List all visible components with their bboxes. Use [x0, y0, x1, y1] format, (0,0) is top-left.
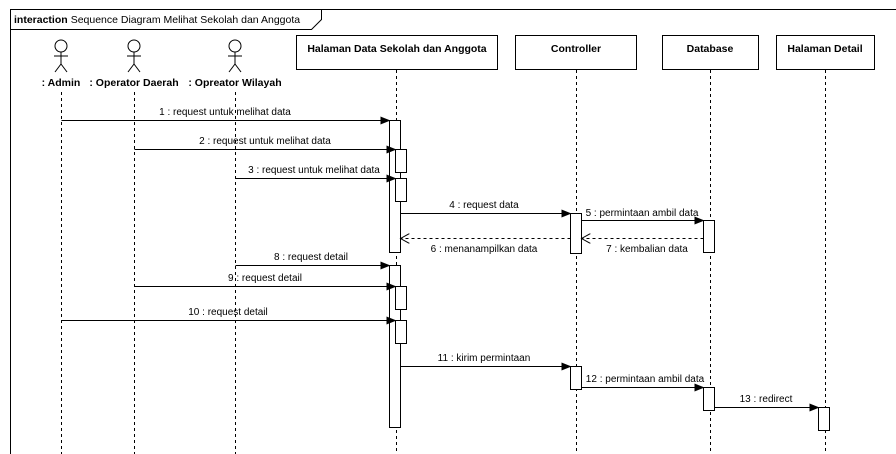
message-9: 9 : request detail [134, 273, 397, 291]
object-database: Database [662, 35, 759, 70]
message-5: 5 : permintaan ambil data [581, 208, 705, 225]
message-10: 10 : request detail [61, 307, 397, 325]
activations [389, 120, 830, 431]
activation-bar [395, 286, 407, 310]
activation-bar [818, 407, 830, 431]
message-11: 11 : kirim permintaan [400, 353, 572, 371]
frame-keyword: interaction [14, 14, 68, 26]
message-3: 3 : request untuk melihat data [235, 165, 397, 183]
activation-bar [389, 265, 401, 428]
object-label: Database [687, 43, 734, 55]
frame-title: Sequence Diagram Melihat Sekolah dan Ang… [71, 14, 301, 26]
message-label: 6 : menanampilkan data [431, 244, 538, 255]
actor-label: : Opreator Wilayah [188, 77, 281, 89]
object-controller: Controller [515, 35, 637, 70]
activation-bar [570, 213, 582, 254]
object-label: Halaman Data Sekolah dan Anggota [307, 43, 486, 55]
message-label: 4 : request data [449, 200, 519, 211]
activation-bar [395, 178, 407, 202]
actor-label: : Operator Daerah [89, 77, 178, 89]
object-label: Halaman Detail [787, 43, 862, 55]
message-label: 9 : request detail [228, 273, 302, 284]
message-13: 13 : redirect [714, 394, 820, 412]
message-label: 10 : request detail [188, 307, 268, 318]
message-1: 1 : request untuk melihat data [61, 107, 391, 125]
message-6: 6 : menanampilkan data [401, 239, 571, 255]
message-2: 2 : request untuk melihat data [134, 136, 397, 154]
actor-operator-daerah: : Operator Daerah [89, 39, 179, 89]
message-label: 11 : kirim permintaan [438, 353, 531, 364]
message-label: 3 : request untuk melihat data [248, 165, 380, 176]
message-label: 8 : request detail [274, 252, 348, 263]
object-halaman-data: Halaman Data Sekolah dan Anggota [296, 35, 498, 70]
object-label: Controller [551, 43, 601, 55]
message-8: 8 : request detail [235, 252, 391, 270]
activation-bar [570, 366, 582, 390]
actor-figure-icon [54, 39, 68, 73]
actor-figure-icon [228, 39, 242, 73]
actor-label: : Admin [42, 77, 81, 89]
message-7: 7 : kembalian data [582, 239, 704, 255]
message-12: 12 : permintaan ambil data [581, 374, 705, 392]
object-halaman-detail: Halaman Detail [776, 35, 875, 70]
message-label: 12 : permintaan ambil data [586, 374, 705, 385]
message-4: 4 : request data [400, 200, 572, 218]
activation-bar [395, 149, 407, 173]
actor-opreator-wilayah: : Opreator Wilayah [188, 39, 282, 89]
activation-bar [395, 320, 407, 344]
messages: 1 : request untuk melihat data 2 : reque… [61, 107, 820, 412]
message-label: 1 : request untuk melihat data [159, 107, 291, 118]
message-label: 7 : kembalian data [606, 244, 688, 255]
actor-admin: : Admin [42, 39, 81, 89]
actor-figure-icon [127, 39, 141, 73]
activation-bar [703, 220, 715, 253]
message-label: 2 : request untuk melihat data [199, 136, 331, 147]
activation-bar [703, 387, 715, 411]
message-label: 5 : permintaan ambil data [586, 208, 699, 219]
message-label: 13 : redirect [740, 394, 793, 405]
